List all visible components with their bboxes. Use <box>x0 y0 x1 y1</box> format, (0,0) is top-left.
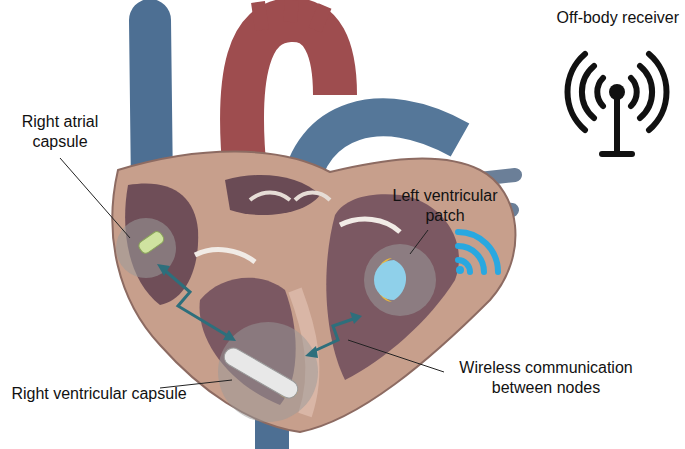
label-text: Right atrial capsule <box>4 112 116 152</box>
ventricular-patch <box>374 260 406 300</box>
atrial-capsule <box>137 230 166 256</box>
leader-line <box>60 158 444 388</box>
antenna-symbol <box>567 54 666 154</box>
antenna-dot <box>609 84 625 100</box>
label-text: Off-body receiver <box>557 8 679 28</box>
wifi-dot <box>456 266 464 274</box>
aorta-branch <box>258 0 325 30</box>
highlight-circle <box>218 322 318 422</box>
wifi-symbol <box>458 232 498 272</box>
arrowhead <box>350 312 362 324</box>
valve <box>195 250 255 262</box>
label-text: Right ventricular capsule <box>4 384 194 404</box>
ventricular-capsule <box>221 345 301 402</box>
valve <box>340 219 400 232</box>
label-text: Left ventricular patch <box>380 186 510 226</box>
highlight-circle <box>116 218 176 278</box>
arrowhead <box>305 346 318 358</box>
valve <box>250 193 330 201</box>
label-text: Wireless communication between nodes <box>448 358 644 398</box>
highlight-circle <box>364 244 436 316</box>
wireless-arrow <box>162 268 356 352</box>
arrowhead <box>223 330 236 341</box>
arrowhead <box>157 264 170 276</box>
